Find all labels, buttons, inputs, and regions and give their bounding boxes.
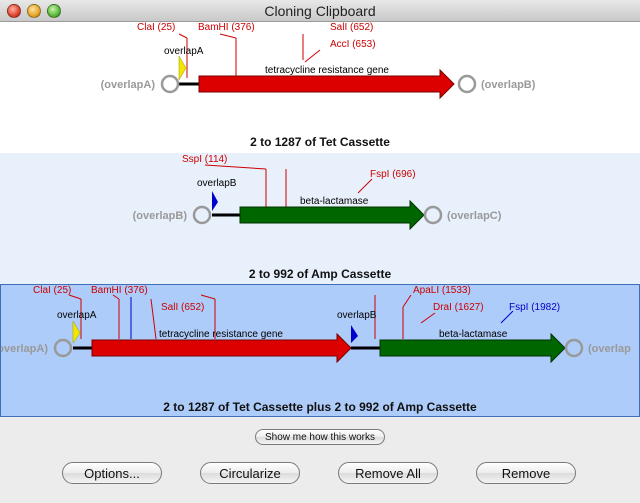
amp-cassette-map: SspI (114) FspI (696) overlapB beta-lact…	[133, 154, 502, 231]
primer-overlapa-icon	[178, 55, 187, 81]
remove-all-button[interactable]: Remove All	[338, 462, 438, 484]
site-line-sali	[150, 298, 157, 340]
site-label-sali: SalI (652)	[330, 22, 373, 33]
site-label-fspi: FspI (1982)	[509, 302, 560, 313]
clip-item-tet-cassette[interactable]: ClaI (25) BamHI (376) SalI (652) AccI (6…	[0, 22, 640, 153]
site-label-clai: ClaI (25)	[137, 22, 175, 33]
primer-label-overlapa: overlapA	[57, 310, 97, 321]
close-window-icon[interactable]	[7, 4, 21, 18]
site-line-fspi	[357, 178, 373, 194]
right-end-label: (overlapB)	[481, 79, 536, 91]
left-end-label: (overlapA)	[101, 79, 156, 91]
title-bar: Cloning Clipboard	[0, 0, 640, 22]
left-end-circle-icon	[192, 205, 212, 225]
clip-caption: 2 to 1287 of Tet Cassette	[250, 135, 390, 149]
right-end-circle-icon	[423, 205, 443, 225]
site-line-fspi	[500, 310, 514, 324]
circularize-button[interactable]: Circularize	[200, 462, 300, 484]
primer-overlapb-icon	[351, 325, 358, 343]
site-line-clai	[178, 33, 188, 39]
site-label-sspi: SspI (114)	[182, 154, 227, 165]
site-label-drai: DraI (1627)	[433, 302, 484, 313]
minimize-window-icon[interactable]	[27, 4, 41, 18]
right-end-label: (overlap	[588, 343, 631, 355]
gene-arrow-beta-lactamase[interactable]	[379, 332, 566, 364]
site-line-bamhi	[219, 33, 237, 39]
gene-label-amp: beta-lactamase	[300, 196, 369, 207]
combined-map: ClaI (25) BamHI (376) SalI (652) ApaLI (…	[1, 285, 631, 364]
site-label-bamhi: BamHI (376)	[198, 22, 255, 33]
left-end-label: overlapA)	[1, 343, 48, 355]
gene-label-tet: tetracycline resistance gene	[159, 329, 283, 340]
site-line-sali-b	[200, 294, 216, 300]
right-end-circle-icon	[457, 74, 477, 94]
gene-label-amp: beta-lactamase	[439, 329, 508, 340]
clip-caption: 2 to 1287 of Tet Cassette plus 2 to 992 …	[163, 400, 477, 414]
gene-arrow-tetracycline[interactable]	[91, 332, 352, 364]
left-end-circle-icon	[160, 74, 180, 94]
window-title: Cloning Clipboard	[264, 3, 376, 19]
primer-label-overlapb: overlapB	[197, 178, 237, 189]
site-label-bamhi: BamHI (376)	[91, 285, 148, 296]
primer-label-overlapa: overlapA	[164, 46, 204, 57]
zoom-window-icon[interactable]	[47, 4, 61, 18]
right-end-circle-icon	[564, 338, 584, 358]
gene-label-tet: tetracycline resistance gene	[265, 65, 389, 76]
clip-item-combined-selected[interactable]: ClaI (25) BamHI (376) SalI (652) ApaLI (…	[0, 284, 640, 417]
options-button[interactable]: Options...	[62, 462, 162, 484]
site-line-acci	[304, 49, 321, 63]
site-line-apali	[402, 294, 412, 308]
left-end-label: (overlapB)	[133, 210, 188, 222]
primer-overlapa-icon	[72, 320, 81, 344]
site-label-sali: SalI (652)	[161, 302, 204, 313]
show-me-how-button[interactable]: Show me how this works	[255, 429, 385, 445]
site-label-clai: ClaI (25)	[33, 285, 71, 296]
site-label-acci: AccI (653)	[330, 39, 376, 50]
tet-cassette-map: ClaI (25) BamHI (376) SalI (652) AccI (6…	[101, 22, 536, 100]
button-bar: Show me how this works Options... Circul…	[0, 417, 640, 503]
left-end-circle-icon	[53, 338, 73, 358]
remove-button[interactable]: Remove	[476, 462, 576, 484]
site-label-apali: ApaLI (1533)	[413, 285, 471, 296]
site-line-clai	[68, 294, 82, 300]
site-line-drai	[420, 312, 436, 324]
gene-arrow-beta-lactamase[interactable]	[239, 199, 425, 231]
site-line-bamhi	[112, 294, 120, 300]
right-end-label: (overlapC)	[447, 210, 502, 222]
site-line-sspi	[204, 164, 267, 170]
primer-label-overlapb: overlapB	[337, 310, 377, 321]
gene-arrow-tetracycline[interactable]	[198, 68, 455, 100]
clip-caption: 2 to 992 of Amp Cassette	[248, 267, 392, 281]
primer-overlapb-icon	[212, 191, 218, 211]
site-label-fspi: FspI (696)	[370, 169, 416, 180]
clip-item-amp-cassette[interactable]: SspI (114) FspI (696) overlapB beta-lact…	[0, 153, 640, 284]
